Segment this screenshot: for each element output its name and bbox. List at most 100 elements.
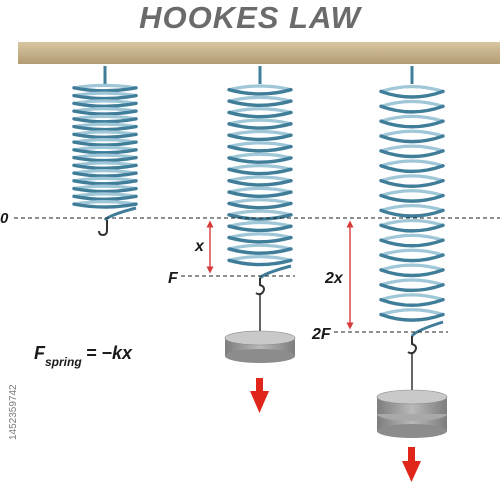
- spring-coil-back: [379, 144, 445, 153]
- spring-coil-back: [379, 114, 445, 123]
- spring-coil-back: [72, 145, 138, 152]
- spring-coil-back: [72, 169, 138, 175]
- spring-coil-front: [379, 283, 445, 293]
- spring-coil-back: [227, 118, 293, 126]
- spring-coil-front: [227, 235, 293, 244]
- spring-coil-back: [72, 122, 138, 129]
- spring-coil-back: [227, 164, 293, 171]
- page-title: HOOKES LAW: [139, 0, 361, 35]
- spring-coil-back: [227, 209, 293, 217]
- spring-coil-front: [379, 119, 445, 129]
- spring-coil-back: [379, 293, 445, 302]
- spring-coil-front: [72, 93, 138, 101]
- spring-coil-front: [72, 117, 138, 124]
- spring-coil-front: [72, 101, 138, 108]
- spring-coil-front: [72, 132, 138, 139]
- spring-coil-back: [72, 138, 138, 144]
- spring-coil-front: [72, 202, 138, 209]
- spring-coil-back: [379, 189, 445, 198]
- spring-coil-front: [379, 178, 445, 188]
- spring-coil-front: [72, 179, 138, 186]
- spring-coil-front: [379, 134, 445, 144]
- spring-coil-back: [227, 84, 293, 92]
- spring-coil-back: [379, 278, 445, 287]
- spring-coil-back: [379, 99, 445, 108]
- spring-coil-front: [227, 213, 293, 221]
- spring-lead-wire: [258, 264, 292, 280]
- spring-coil-back: [379, 248, 445, 257]
- spring-coil-back: [72, 130, 138, 136]
- formula-subscript: spring: [45, 355, 82, 369]
- spring-coil-back: [379, 263, 445, 272]
- spring-coil-front: [379, 238, 445, 248]
- spring-coil-front: [227, 247, 293, 255]
- spring-coil-front: [72, 186, 138, 194]
- spring-coil-back: [227, 95, 293, 103]
- weight-double: [376, 389, 448, 438]
- 2f-label: 2F: [311, 326, 332, 343]
- spring-coil-front: [227, 99, 293, 108]
- force-arrow-icon: [402, 447, 421, 482]
- spring-coil-back: [379, 159, 445, 168]
- spring-coil-back: [227, 175, 293, 183]
- spring-coil-front: [72, 163, 138, 170]
- spring-coil-front: [72, 124, 138, 132]
- spring-coil-front: [227, 133, 293, 142]
- spring-coil-front: [227, 258, 293, 267]
- spring-coil-back: [72, 107, 138, 113]
- spring-coil-back: [227, 255, 293, 262]
- spring-coil-front: [227, 156, 293, 164]
- spring-coil-front: [72, 155, 138, 163]
- spring-coil-back: [379, 233, 445, 242]
- spring-coil-back: [72, 184, 138, 191]
- spring-coil-back: [379, 204, 445, 213]
- spring-coil-front: [227, 190, 293, 199]
- spring-coil-front: [227, 122, 293, 130]
- spring-coil-front: [379, 253, 445, 263]
- spring-coil-back: [227, 186, 293, 194]
- spring-coil-front: [227, 178, 293, 187]
- spring-coil-back: [227, 141, 293, 149]
- spring-coil-front: [379, 297, 445, 307]
- spring-coil-back: [227, 129, 293, 137]
- spring-loaded-2f: [379, 66, 445, 338]
- spring-coil-front: [227, 110, 293, 119]
- spring-coil-front: [379, 89, 445, 99]
- spring-coil-front: [379, 149, 445, 159]
- spring-coil-front: [379, 208, 445, 218]
- spring-coil-back: [379, 218, 445, 227]
- spring-coil-back: [72, 192, 138, 198]
- spring-coil-back: [72, 83, 138, 90]
- spring-coil-back: [379, 129, 445, 138]
- spring-coil-back: [227, 243, 293, 251]
- stock-id: 1452359742: [8, 384, 19, 440]
- spring-coil-back: [227, 198, 293, 206]
- spring-coil-front: [379, 223, 445, 233]
- hook-icon: [407, 336, 417, 355]
- spring-coil-front: [227, 167, 293, 176]
- spring-coil-front: [72, 86, 138, 93]
- spring-unloaded: [72, 66, 138, 222]
- hook-icon: [98, 220, 108, 237]
- spring-coil-back: [72, 91, 138, 98]
- spring-coil-back: [227, 107, 293, 115]
- spring-coil-front: [72, 140, 138, 147]
- spring-coil-front: [379, 104, 445, 114]
- formula-rhs: = −kx: [86, 343, 133, 363]
- spring-coil-front: [227, 224, 293, 233]
- spring-coil-back: [227, 232, 293, 240]
- 2x-label: 2x: [324, 270, 344, 287]
- spring-coil-front: [227, 201, 293, 210]
- spring-coil-back: [379, 85, 445, 94]
- spring-coil-back: [379, 174, 445, 183]
- spring-coil-front: [227, 87, 293, 96]
- spring-coil-front: [379, 312, 445, 322]
- spring-coil-front: [379, 268, 445, 278]
- spring-coil-front: [72, 148, 138, 155]
- spring-coil-front: [379, 164, 445, 174]
- f-label: F: [168, 270, 179, 287]
- zero-label: 0: [0, 210, 9, 227]
- spring-coil-front: [72, 194, 138, 201]
- spring-lead-wire: [410, 320, 444, 338]
